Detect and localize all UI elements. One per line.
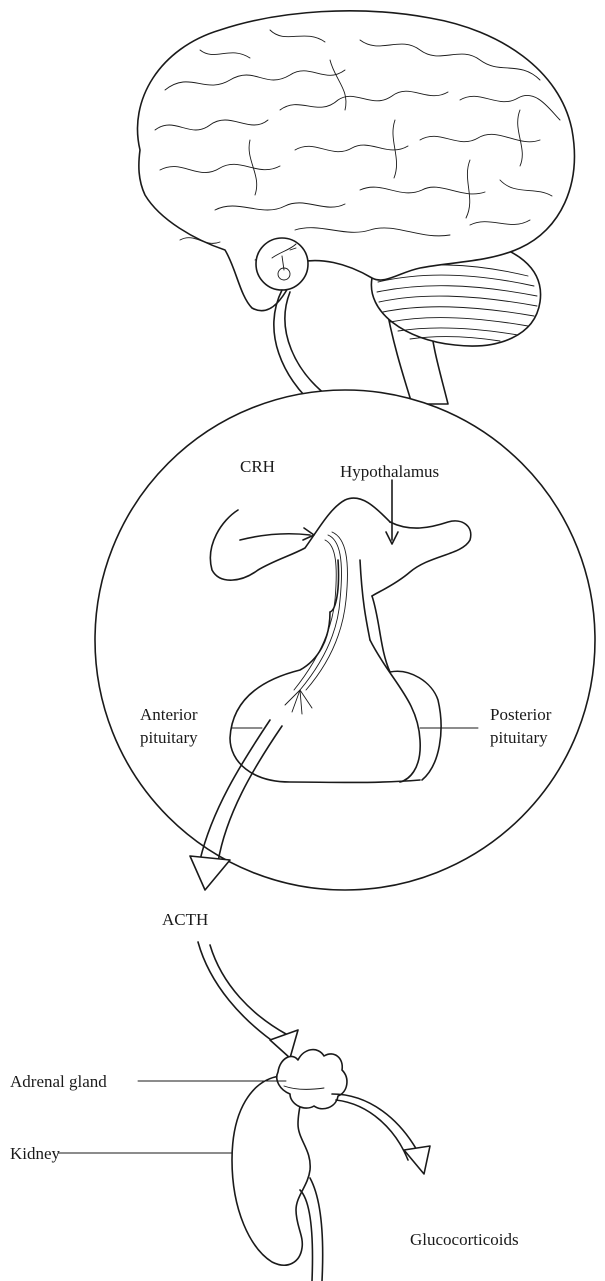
label-kidney: Kidney (10, 1144, 61, 1163)
label-crh: CRH (240, 457, 275, 476)
kidney-adrenal (232, 1050, 430, 1281)
label-acth: ACTH (162, 910, 208, 929)
brain (138, 11, 575, 404)
label-posterior-pituitary-2: pituitary (490, 728, 548, 747)
label-hypothalamus: Hypothalamus (340, 462, 439, 481)
label-glucocorticoids: Glucocorticoids (410, 1230, 519, 1249)
label-adrenal-gland: Adrenal gland (10, 1072, 107, 1091)
label-anterior-pituitary-2: pituitary (140, 728, 198, 747)
label-anterior-pituitary-1: Anterior (140, 705, 198, 724)
acth-arrow (198, 942, 298, 1058)
label-posterior-pituitary-1: Posterior (490, 705, 552, 724)
